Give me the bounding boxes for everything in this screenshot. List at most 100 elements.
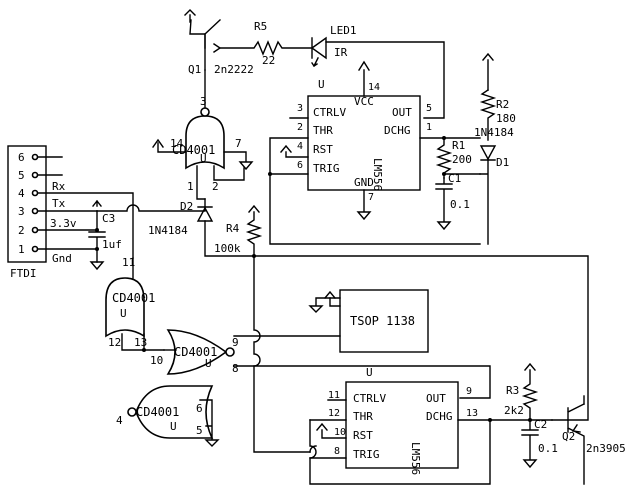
d1-ref: D1 (496, 156, 509, 169)
u1-num-out: 5 (426, 103, 432, 114)
lm556-u2 (345, 381, 459, 469)
ftdi-pin-2: 2 (18, 224, 25, 237)
ftdi-label: FTDI (10, 267, 37, 280)
r2-ref: R2 (496, 98, 509, 111)
ftdi-pin-6: 6 (18, 151, 25, 164)
u2-pin-dchg: DCHG (426, 410, 453, 423)
ftdi-tx-label: Tx (52, 197, 66, 210)
u1-pin-ctrlv: CTRLV (313, 106, 346, 119)
r5-ref: R5 (254, 20, 267, 33)
u1-unit: U (318, 78, 325, 91)
gate-top-pin-in1: 1 (187, 180, 194, 193)
gate-left-pin-12: 12 (108, 336, 121, 349)
nor-gate-mid (166, 329, 235, 375)
gate-mid-unit: U (205, 357, 212, 370)
ftdi-3v3-label: 3.3v (50, 217, 77, 230)
led1-ref: LED1 (330, 24, 357, 37)
c3-value: 1uf (102, 238, 122, 251)
nor-gate-top (185, 107, 225, 170)
d2-ref: D2 (180, 200, 193, 213)
u1-num-vcc: 14 (368, 82, 380, 93)
gate-left-unit: U (120, 307, 127, 320)
r1-value: 200 (452, 153, 472, 166)
gate-left-pin-11: 11 (122, 256, 135, 269)
ftdi-pin-4: 4 (18, 187, 25, 200)
ftdi-gnd-label: Gnd (52, 252, 72, 265)
gate-bottom-pin-4: 4 (116, 414, 123, 427)
gate-mid-pin-8: 8 (232, 362, 239, 375)
resistor-r1 (435, 136, 453, 179)
resistor-r5 (219, 40, 313, 56)
u2-unit: U (366, 366, 373, 379)
r5-value: 22 (262, 54, 275, 67)
resistor-r2 (479, 52, 497, 141)
resistor-r3 (521, 362, 553, 421)
gate-top-pin-out: 3 (200, 95, 207, 108)
nor-gate-left (105, 277, 145, 338)
gate-top-pin-vss: 7 (235, 137, 242, 150)
tsop-part: TSOP 1138 (350, 314, 415, 328)
gate-mid-pin-9: 9 (232, 336, 239, 349)
u2-num-rst: 10 (334, 427, 346, 438)
transistor-q2 (551, 395, 585, 485)
r2-value: 180 (496, 112, 516, 125)
r4-ref: R4 (226, 222, 240, 235)
ir-led-led1 (310, 36, 445, 119)
u2-pin-trig: TRIG (353, 448, 380, 461)
gate-bottom-pin-5: 5 (196, 424, 203, 437)
diode-d2 (196, 206, 255, 257)
c2-ref: C2 (534, 418, 547, 431)
c2-value: 0.1 (538, 442, 558, 455)
u2-num-dchg: 13 (466, 408, 478, 419)
q2-part: 2n3905 (586, 442, 626, 455)
r3-ref: R3 (506, 384, 519, 397)
u2-pin-ctrlv: CTRLV (353, 392, 386, 405)
ir-receiver-tsop1138 (308, 289, 429, 353)
c1-value: 0.1 (450, 198, 470, 211)
c1-ref: C1 (448, 172, 461, 185)
u2-chip: LM556 (409, 442, 422, 475)
u2-pin-thr: THR (353, 410, 373, 423)
u2-num-ctrlv: 11 (328, 390, 340, 401)
gate-mid-pin-10: 10 (150, 354, 163, 367)
u2-num-thr: 12 (328, 408, 340, 419)
u1-num-ctrlv: 3 (297, 103, 303, 114)
c3-ref: C3 (102, 212, 115, 225)
gate-left-pin-13: 13 (134, 336, 147, 349)
r4-value: 100k (214, 242, 241, 255)
u2-num-out: 9 (466, 386, 472, 397)
u1-pin-vcc: VCC (354, 95, 374, 108)
u1-chip: LM556 (371, 158, 384, 191)
gate-left-chip: CD4001 (112, 291, 155, 305)
u1-num-thr: 2 (297, 122, 303, 133)
gate-bottom-unit: U (170, 420, 177, 433)
gate-top-chip: CD4001 (172, 143, 215, 157)
gate-bottom-chip: CD4001 (136, 405, 179, 419)
ftdi-pin-5: 5 (18, 169, 25, 182)
u1-pin-rst: RST (313, 143, 333, 156)
capacitor-c1 (435, 172, 481, 231)
u1-num-dchg: 1 (426, 122, 432, 133)
gate-bottom-pin-6: 6 (196, 402, 203, 415)
u2-num-trig: 8 (334, 446, 340, 457)
d1-part: 1N4184 (474, 126, 514, 139)
u1-pin-out: OUT (392, 106, 412, 119)
q1-part: 2n2222 (214, 63, 254, 76)
ftdi-header: FTDI 6 5 4 3 2 1 (7, 145, 47, 280)
capacitor-c3 (88, 199, 106, 271)
gate-top-pin-in2: 2 (212, 180, 219, 193)
nor-gate-bottom (127, 385, 214, 439)
r3-value: 2k2 (504, 404, 524, 417)
u1-pin-gnd: GND (354, 176, 374, 189)
ftdi-pin-1: 1 (18, 243, 25, 256)
gate-mid-chip: CD4001 (174, 345, 217, 359)
r1-ref: R1 (452, 139, 465, 152)
u1-num-trig: 6 (297, 160, 303, 171)
gate-top-unit: U (200, 152, 207, 165)
resistor-r4 (245, 204, 263, 258)
u1-pin-thr: THR (313, 124, 333, 137)
capacitor-c2 (521, 418, 539, 469)
u1-pin-dchg: DCHG (384, 124, 411, 137)
q1-ref: Q1 (188, 63, 201, 76)
